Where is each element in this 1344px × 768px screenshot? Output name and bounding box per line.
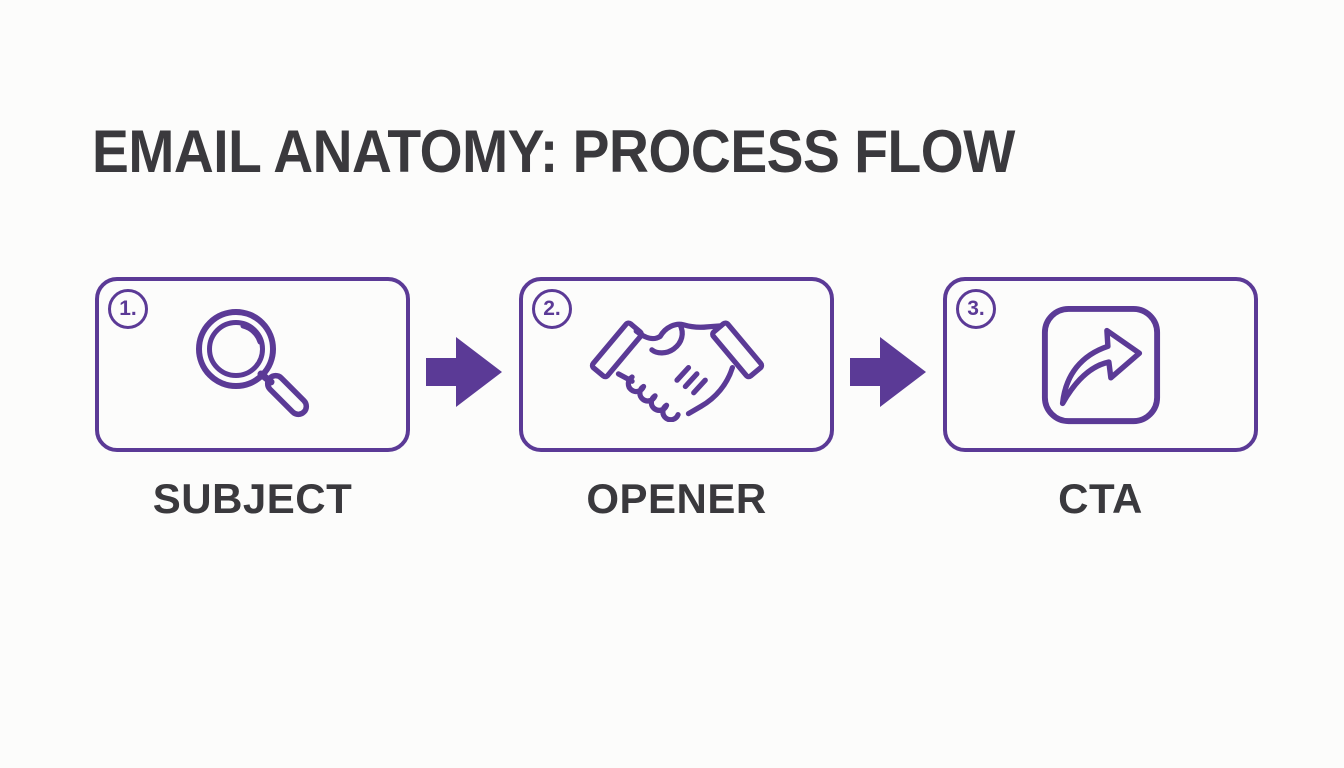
flow-arrow-icon (426, 337, 502, 407)
process-flow: 1. SUBJECT (95, 277, 1258, 523)
step-number: 2. (543, 297, 561, 320)
step-number-badge: 1. (108, 289, 148, 329)
step-number-badge: 2. (532, 289, 572, 329)
magnifier-icon (195, 309, 309, 418)
step-label: CTA (1058, 475, 1143, 522)
share-arrow-icon (1041, 305, 1160, 424)
step-opener: 2. OPENE (519, 277, 834, 523)
step-label: SUBJECT (152, 475, 353, 522)
subject-card: 1. (95, 277, 410, 452)
step-number: 1. (119, 297, 137, 320)
opener-card: 2. (519, 277, 834, 452)
handshake-icon (589, 320, 764, 422)
flow-arrow-icon (850, 337, 926, 407)
step-number: 3. (967, 297, 985, 320)
cta-card: 3. (943, 277, 1258, 452)
page-title: EMAIL ANATOMY: PROCESS FLOW (92, 118, 1015, 185)
step-cta: 3. CTA (943, 277, 1258, 523)
step-label: OPENER (586, 475, 767, 522)
step-subject: 1. SUBJECT (95, 277, 410, 523)
step-number-badge: 3. (956, 289, 996, 329)
